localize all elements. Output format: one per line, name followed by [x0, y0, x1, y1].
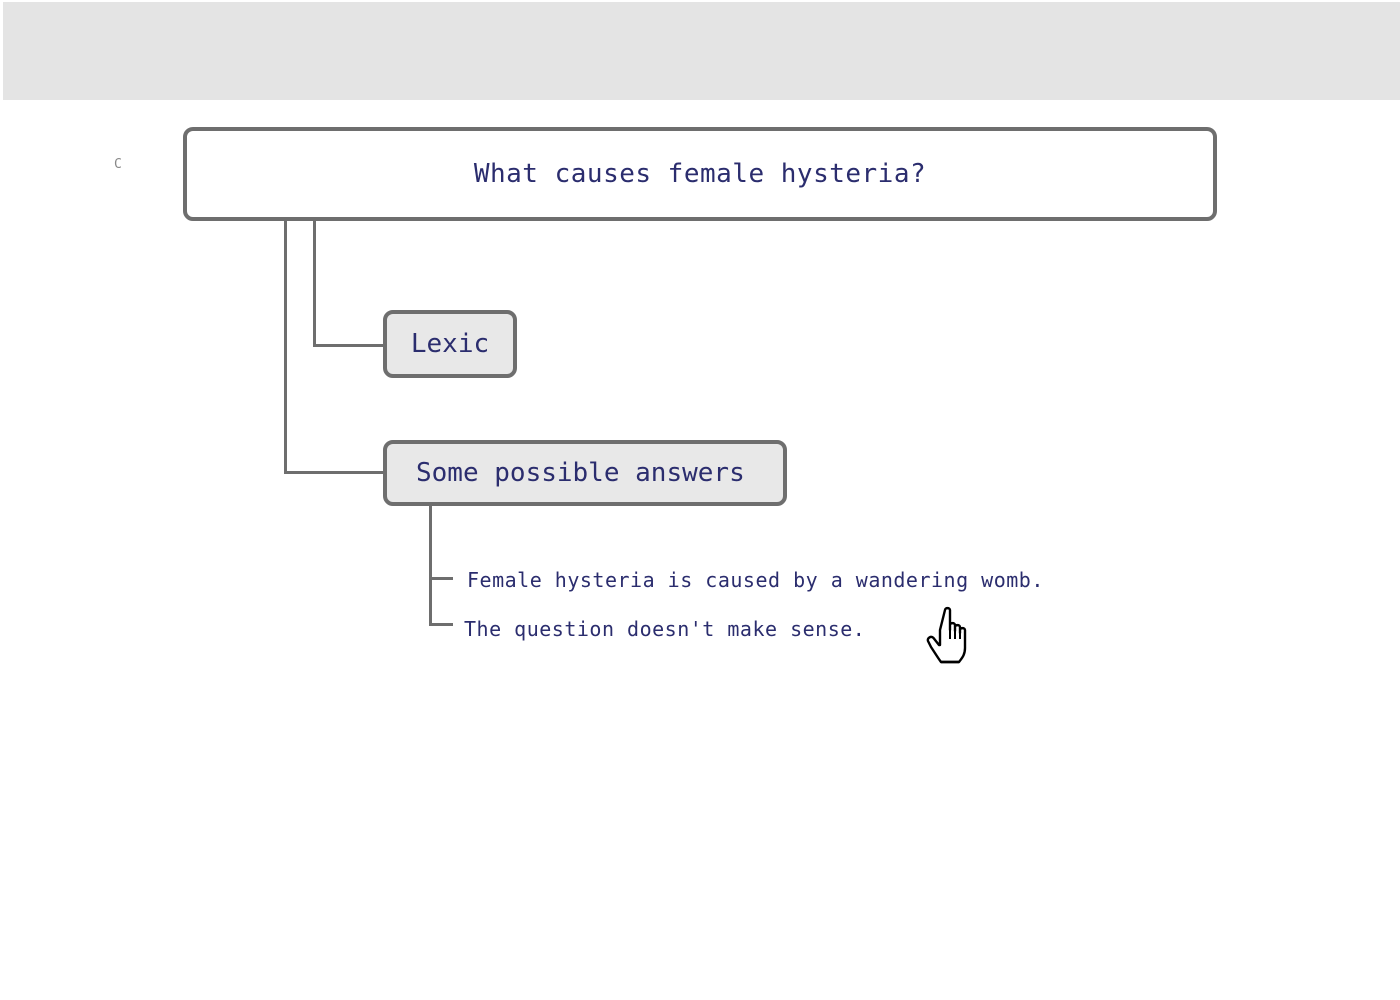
answer-item-question-no-sense[interactable]: The question doesn't make sense.	[464, 617, 866, 641]
answer-item-wandering-womb[interactable]: Female hysteria is caused by a wandering…	[467, 568, 1044, 592]
question-node[interactable]: What causes female hysteria?	[183, 127, 1217, 221]
connector-to-lexic-vertical	[313, 219, 316, 347]
lexic-label: Lexic	[410, 329, 490, 359]
connector-to-answers-vertical	[284, 219, 287, 474]
lexic-node[interactable]: Lexic	[383, 310, 517, 378]
top-bar	[3, 2, 1400, 100]
answers-node[interactable]: Some possible answers	[383, 440, 787, 506]
question-text: What causes female hysteria?	[473, 159, 927, 189]
connector-answers-trunk	[429, 504, 432, 626]
connector-answer-1	[429, 577, 453, 580]
answers-label: Some possible answers	[416, 458, 745, 488]
hand-pointer-icon	[926, 606, 967, 664]
connector-to-lexic-horizontal	[313, 344, 385, 347]
connector-answer-2	[429, 623, 453, 626]
connector-to-answers-horizontal	[284, 471, 385, 474]
corner-marker: C	[114, 157, 122, 172]
